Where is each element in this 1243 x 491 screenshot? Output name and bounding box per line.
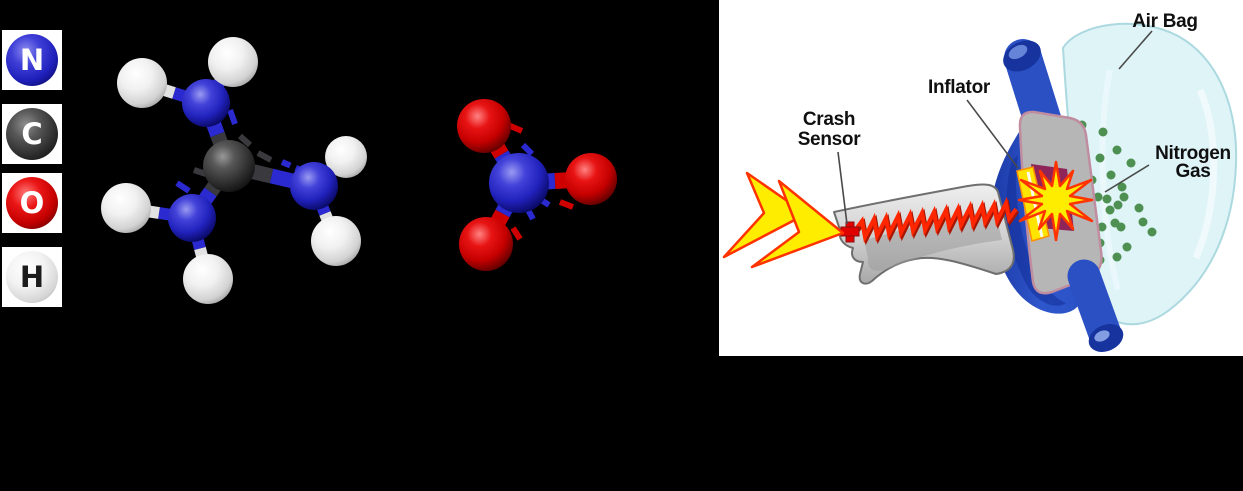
h-atom <box>183 254 233 304</box>
o-atom <box>459 217 513 271</box>
gas-dot <box>1119 192 1129 202</box>
hydrogen-atom-swatch: H <box>6 251 58 303</box>
legend-item-hydrogen: H <box>2 247 62 307</box>
steering-column-shadow <box>1006 156 1066 306</box>
nitrate-molecule <box>457 99 617 271</box>
signal-wire-zigzag <box>854 196 1018 244</box>
gas-dot <box>1117 182 1127 192</box>
molecule-models <box>101 37 617 304</box>
resonance-dash <box>193 167 207 177</box>
gas-dot <box>1097 222 1107 232</box>
air-bag-label: Air Bag <box>1132 11 1197 32</box>
steering-wheel-rim-bottom <box>1067 259 1122 351</box>
gas-dot <box>1110 218 1120 228</box>
h-atom <box>208 37 258 87</box>
gas-dot <box>1138 217 1148 227</box>
o-atom <box>565 153 617 205</box>
air-bag-leader-line <box>1118 30 1153 70</box>
gas-dot <box>1126 158 1136 168</box>
guanidinium-molecule <box>101 37 367 304</box>
inflator-label: Inflator <box>928 77 991 98</box>
impact-arrow-front <box>750 179 845 269</box>
h-atom <box>117 58 167 108</box>
oxygen-atom-swatch: O <box>6 177 58 229</box>
n-atom <box>489 153 549 213</box>
crash-sensor-label-line1: Crash <box>803 109 855 130</box>
airbag-fold-line-left <box>1099 69 1121 291</box>
resonance-dash <box>256 150 273 163</box>
resonance-dash <box>510 226 523 241</box>
gas-dot <box>1095 153 1105 163</box>
resonance-dash <box>175 180 191 194</box>
airbag-diagram: Air Bag Inflator Crash Sensor Nitrogen G… <box>722 11 1238 352</box>
gas-dot <box>1113 200 1123 210</box>
gas-dot <box>1102 194 1112 204</box>
c-atom <box>203 140 255 192</box>
h-atom <box>101 183 151 233</box>
car-frame-beam-shade <box>864 210 1002 271</box>
o-atom <box>457 99 511 153</box>
resonance-dash <box>227 108 238 126</box>
airbag-diagram-panel: Air Bag Inflator Crash Sensor Nitrogen G… <box>719 0 1243 356</box>
crash-sensor-label-line2: Sensor <box>798 129 862 150</box>
airbag-fold-line-right <box>1192 88 1218 260</box>
crash-sensor-leader-line <box>837 151 848 225</box>
nitrogen-atom-swatch: N <box>6 34 58 86</box>
gas-dot <box>1147 227 1157 237</box>
inflator-leader-line <box>966 99 1019 169</box>
resonance-dash <box>237 133 253 148</box>
n-atom <box>182 79 230 127</box>
h-atom <box>311 216 361 266</box>
resonance-dash <box>558 199 575 210</box>
nitrogen-gas-label-line1: Nitrogen <box>1155 143 1231 164</box>
legend-item-nitrogen: N <box>2 30 62 90</box>
gas-dot <box>1098 127 1108 137</box>
gas-dot <box>1112 145 1122 155</box>
explosion-burst <box>1017 160 1094 242</box>
nitrogen-gas-leader-line <box>1104 164 1150 193</box>
gas-dot <box>1105 205 1115 215</box>
legend-item-oxygen: O <box>2 173 62 233</box>
rim-top-cap-highlight <box>1008 44 1028 60</box>
h-atom <box>325 136 367 178</box>
rim-bottom-cap-highlight <box>1094 330 1110 342</box>
resonance-dash <box>520 142 535 157</box>
nitrogen-gas-label-line2: Gas <box>1175 161 1210 182</box>
n-atom <box>168 194 216 242</box>
gas-dot <box>1106 170 1116 180</box>
gas-dot <box>1134 203 1144 213</box>
n-atom <box>290 162 338 210</box>
gas-dot <box>1112 252 1122 262</box>
carbon-atom-swatch: C <box>6 108 58 160</box>
gas-dot <box>1093 192 1103 202</box>
legend-item-carbon: C <box>2 104 62 164</box>
gas-dot <box>1122 242 1132 252</box>
